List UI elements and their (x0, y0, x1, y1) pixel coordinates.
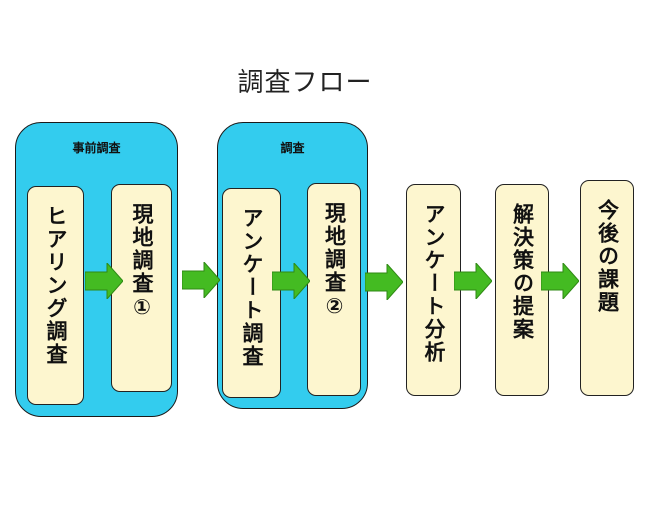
group-pre-survey-label: 事前調査 (72, 141, 121, 155)
step-site-survey-2-label: 現地調査② (322, 202, 347, 320)
group-survey-label: 調査 (280, 141, 305, 155)
step-site-survey-2: 現地調査② (307, 183, 361, 396)
step-solution-proposal-label: 解決策の提案 (510, 203, 535, 341)
step-site-survey-1-label: 現地調査① (130, 203, 154, 321)
diagram-title: 調査フロー (237, 68, 373, 98)
arrow-2 (182, 262, 220, 298)
arrow-3 (272, 263, 310, 299)
step-hearing-survey: ヒアリング調査 (27, 186, 84, 405)
step-questionnaire-analysis-label: アンケート分析 (422, 203, 446, 364)
step-questionnaire-survey-label: アンケート調査 (240, 207, 264, 368)
step-questionnaire-analysis: アンケート分析 (406, 184, 461, 396)
arrow-5 (454, 263, 492, 299)
step-site-survey-1: 現地調査① (111, 184, 172, 392)
arrow-1 (85, 263, 123, 299)
step-questionnaire-survey: アンケート調査 (222, 188, 281, 398)
arrow-4 (365, 264, 403, 300)
step-hearing-survey-label: ヒアリング調査 (44, 205, 68, 366)
step-future-issues-label: 今後の課題 (595, 199, 620, 314)
arrow-6 (541, 263, 579, 299)
step-future-issues: 今後の課題 (580, 180, 634, 396)
